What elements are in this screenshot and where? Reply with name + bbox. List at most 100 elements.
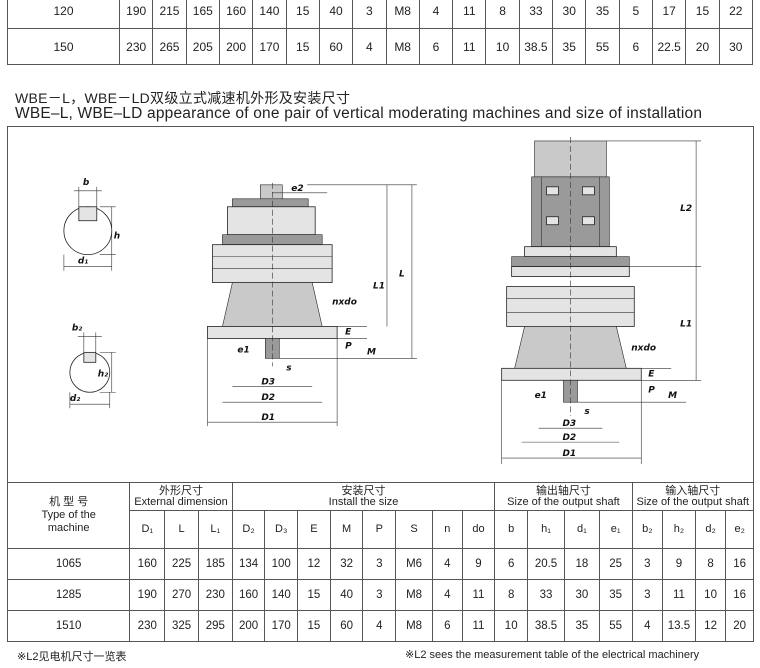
output-shaft-section: b h d₁ [63, 178, 120, 271]
type-header-en2: machine [47, 522, 90, 534]
previous-table-cell: M8 [385, 0, 420, 29]
table-cell: 4 [432, 579, 463, 611]
previous-table-cell: 140 [252, 0, 287, 29]
previous-table-cell: 22.5 [651, 28, 687, 65]
label-E-right: E [648, 369, 655, 379]
previous-table-cell: 215 [152, 0, 187, 29]
label-D1-right: D1 [562, 449, 576, 459]
table-cell: 15 [297, 579, 331, 611]
table-cell: 190 [129, 579, 166, 611]
table-cell: 3 [362, 548, 397, 580]
previous-table-cell: 170 [252, 28, 287, 65]
table-cell: 38.5 [527, 610, 565, 642]
previous-table-cell: 230 [118, 28, 154, 65]
previous-table-cell: 15 [285, 0, 320, 29]
label-h2: h₂ [98, 369, 108, 379]
previous-table-cell: 30 [552, 0, 587, 29]
technical-drawing: b h d₁ b₂ h₂ d₂ e2 [7, 126, 754, 482]
table-cell: 11 [662, 579, 696, 611]
table-cell: 60 [329, 610, 364, 642]
label-D2-right: D2 [562, 433, 576, 443]
previous-table-cell: 165 [185, 0, 220, 29]
previous-table-cell: 200 [218, 28, 254, 65]
column-header: M [329, 510, 364, 549]
previous-table-cell: 190 [118, 0, 154, 29]
label-e2: e2 [291, 184, 303, 194]
previous-table-cell: 8 [485, 0, 520, 29]
table-cell: M8 [395, 610, 434, 642]
group-install-cn: 安装尺寸 [341, 484, 386, 497]
previous-table-cell: 11 [452, 0, 487, 29]
label-b2: b₂ [72, 323, 82, 333]
label-D3-left: D3 [261, 377, 275, 387]
model-cell: 1065 [6, 548, 131, 580]
label-e1-left: e1 [237, 345, 249, 355]
table-cell: 6 [432, 610, 463, 642]
table-cell: 295 [197, 610, 233, 642]
column-header: E [297, 510, 331, 549]
table-cell: 9 [662, 548, 696, 580]
table-cell: 30 [563, 579, 600, 611]
previous-table-cell: 4 [352, 28, 387, 65]
table-cell: 40 [329, 579, 364, 611]
group-output-cn: 输出轴尺寸 [535, 484, 591, 497]
table-cell: 140 [264, 579, 299, 611]
previous-table-cell: 30 [718, 28, 754, 65]
table-cell: 12 [694, 610, 727, 642]
label-nxdo-left: nxdo [332, 298, 357, 308]
label-L1-right: L1 [680, 319, 692, 329]
label-e1-right: e1 [535, 391, 547, 401]
column-header: L₁ [197, 510, 233, 549]
group-install-en: Install the size [328, 495, 399, 508]
section-title-chinese: WBE－L，WBE－LD双级立式减速机外形及安装尺寸 [15, 90, 351, 106]
table-cell: 170 [264, 610, 299, 642]
model-cell: 1510 [6, 610, 131, 642]
table-cell: 35 [563, 610, 600, 642]
previous-table-cell: 160 [218, 0, 254, 29]
group-install: 安装尺寸 Install the size [231, 482, 496, 511]
previous-table-cell: 265 [152, 28, 187, 65]
column-header: P [362, 510, 397, 549]
table-cell: 4 [631, 610, 664, 642]
label-L-left: L [399, 270, 405, 280]
table-cell: 185 [197, 548, 233, 580]
column-header: h₁ [527, 510, 565, 549]
previous-table-cell: 17 [651, 0, 687, 29]
previous-table-cell: 22 [718, 0, 754, 29]
label-M-right: M [668, 391, 677, 401]
previous-table-cell: M8 [385, 28, 420, 65]
table-cell: 12 [297, 548, 331, 580]
previous-table-cell: 40 [318, 0, 354, 29]
table-cell: 16 [725, 548, 754, 580]
reducer-with-motor-view: L2 L1 nxdo E P M e1 s D3 D2 D1 [501, 136, 702, 465]
label-D1-left: D1 [261, 413, 275, 423]
previous-table-cell: 35 [552, 28, 587, 65]
group-external-cn: 外形尺寸 [159, 484, 204, 497]
previous-table-cell: 3 [352, 0, 387, 29]
specification-table: 机 型 号 Type of the machine 外形尺寸 External … [6, 482, 755, 642]
table-cell: 3 [631, 548, 664, 580]
table-cell: 6 [494, 548, 529, 580]
table-cell: 11 [461, 610, 496, 642]
previous-table-cell: 6 [618, 28, 654, 65]
table-cell: 225 [164, 548, 199, 580]
label-d1: d₁ [78, 257, 88, 267]
label-D2-left: D2 [261, 393, 275, 403]
table-cell: 134 [231, 548, 266, 580]
table-cell: 20.5 [527, 548, 565, 580]
table-cell: M8 [395, 579, 434, 611]
table-cell: 4 [432, 548, 463, 580]
drawing-svg: b h d₁ b₂ h₂ d₂ e2 [63, 136, 702, 465]
table-cell: 25 [598, 548, 633, 580]
previous-table-cell: 15 [685, 0, 720, 29]
table-cell: 3 [631, 579, 664, 611]
footnote-en: ※L2 sees the measurement table of the el… [405, 649, 700, 661]
column-header: do [461, 510, 496, 549]
footnote-cn: ※L2见电机尺寸一览表 [17, 651, 127, 663]
label-d2: d₂ [70, 394, 80, 404]
table-cell: 55 [598, 610, 633, 642]
previous-table-cell: 205 [185, 28, 220, 65]
